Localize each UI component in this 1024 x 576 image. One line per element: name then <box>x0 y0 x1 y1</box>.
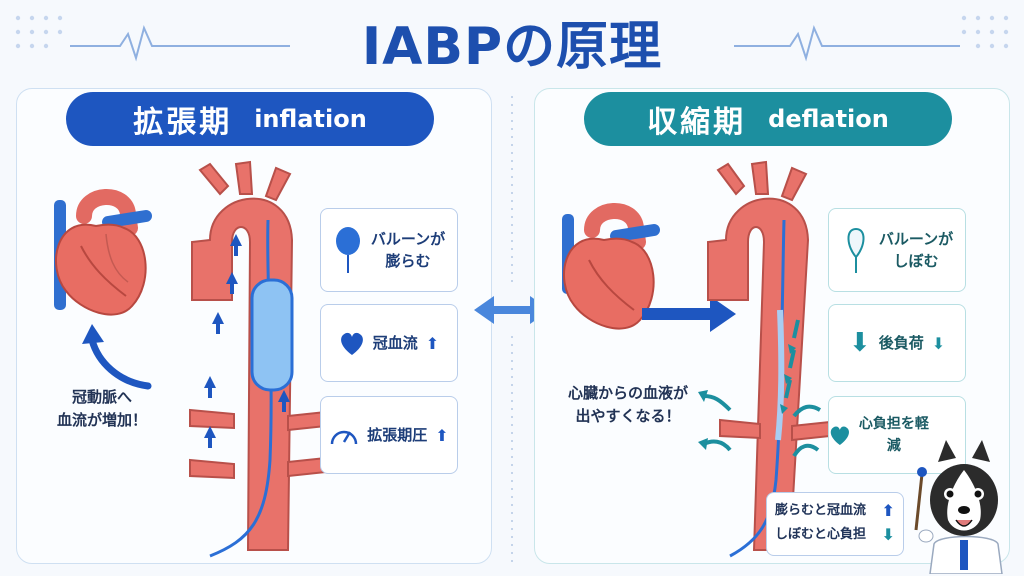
heart-illustration-right <box>562 203 660 330</box>
header-decoration <box>15 15 1009 62</box>
up-arrow-icon: ⬆ <box>425 333 440 353</box>
card-cardiac-load: 心負担を軽減 <box>828 396 966 474</box>
up-arrow-icon: ⬆ <box>881 501 895 520</box>
curved-arrow-left <box>82 324 152 390</box>
inflation-header-en: inflation <box>254 105 367 133</box>
aorta-illustration-right <box>698 160 831 558</box>
summary-line-1: 膨らむと冠血流 <box>775 503 867 518</box>
ejection-arrow <box>642 296 736 332</box>
up-arrow-icon: ⬆ <box>435 425 449 445</box>
card-coronary-flow: 冠血流 ⬆ <box>320 304 458 382</box>
deflation-header: 収縮期 deflation <box>584 92 952 146</box>
summary-bubble: 膨らむと冠血流 ⬆ しぼむと心負担 ⬇ <box>766 492 904 556</box>
heartbeat-line-icon <box>70 25 960 62</box>
card-diastolic-pressure: 拡張期圧 ⬆ <box>320 396 458 474</box>
card-balloon-inflate-label: バルーンが 膨らむ <box>370 230 446 270</box>
gauge-icon <box>331 430 358 445</box>
card-balloon-deflate: バルーンが しぼむ <box>828 208 966 292</box>
deflation-header-en: deflation <box>768 105 889 133</box>
inflation-header: 拡張期 inflation <box>66 92 434 146</box>
heart-icon <box>830 426 849 446</box>
deflation-header-jp: 収縮期 <box>647 105 747 140</box>
down-arrow-icon: ⬇ <box>931 333 946 353</box>
heart-icon <box>340 332 363 355</box>
card-balloon-inflate: バルーンが 膨らむ <box>320 208 458 292</box>
card-afterload-label: 後負荷 <box>878 334 924 352</box>
aorta-illustration-left <box>189 160 327 558</box>
balloon-inflated-icon <box>335 227 360 273</box>
down-arrow-icon: ⬇ <box>881 525 895 544</box>
summary-line-2: しぼむと心負担 <box>775 527 867 542</box>
balloon-deflated-icon <box>847 227 865 273</box>
inflation-note: 冠動脈へ 血流が増加！ <box>56 388 147 429</box>
card-balloon-deflate-label: バルーンが しぼむ <box>878 230 954 270</box>
balloon-inflated <box>250 278 294 392</box>
doctor-dog-mascot <box>914 440 1003 574</box>
card-cardiac-load-label: 心負担を軽減 <box>858 416 929 454</box>
card-diastolic-pressure-label: 拡張期圧 <box>367 426 428 444</box>
card-afterload: ⬇ 後負荷 ⬇ <box>828 304 966 382</box>
deflation-note: 心臓からの血液が 出やすくなる！ <box>567 384 688 425</box>
heart-illustration-left <box>54 189 152 316</box>
down-arrow-icon: ⬇ <box>848 328 871 358</box>
balloon-deflated <box>775 309 785 441</box>
inflation-header-jp: 拡張期 <box>133 105 233 140</box>
card-coronary-flow-label: 冠血流 <box>372 334 418 352</box>
center-divider <box>511 96 513 566</box>
page-title: IABPの原理 <box>361 17 663 77</box>
